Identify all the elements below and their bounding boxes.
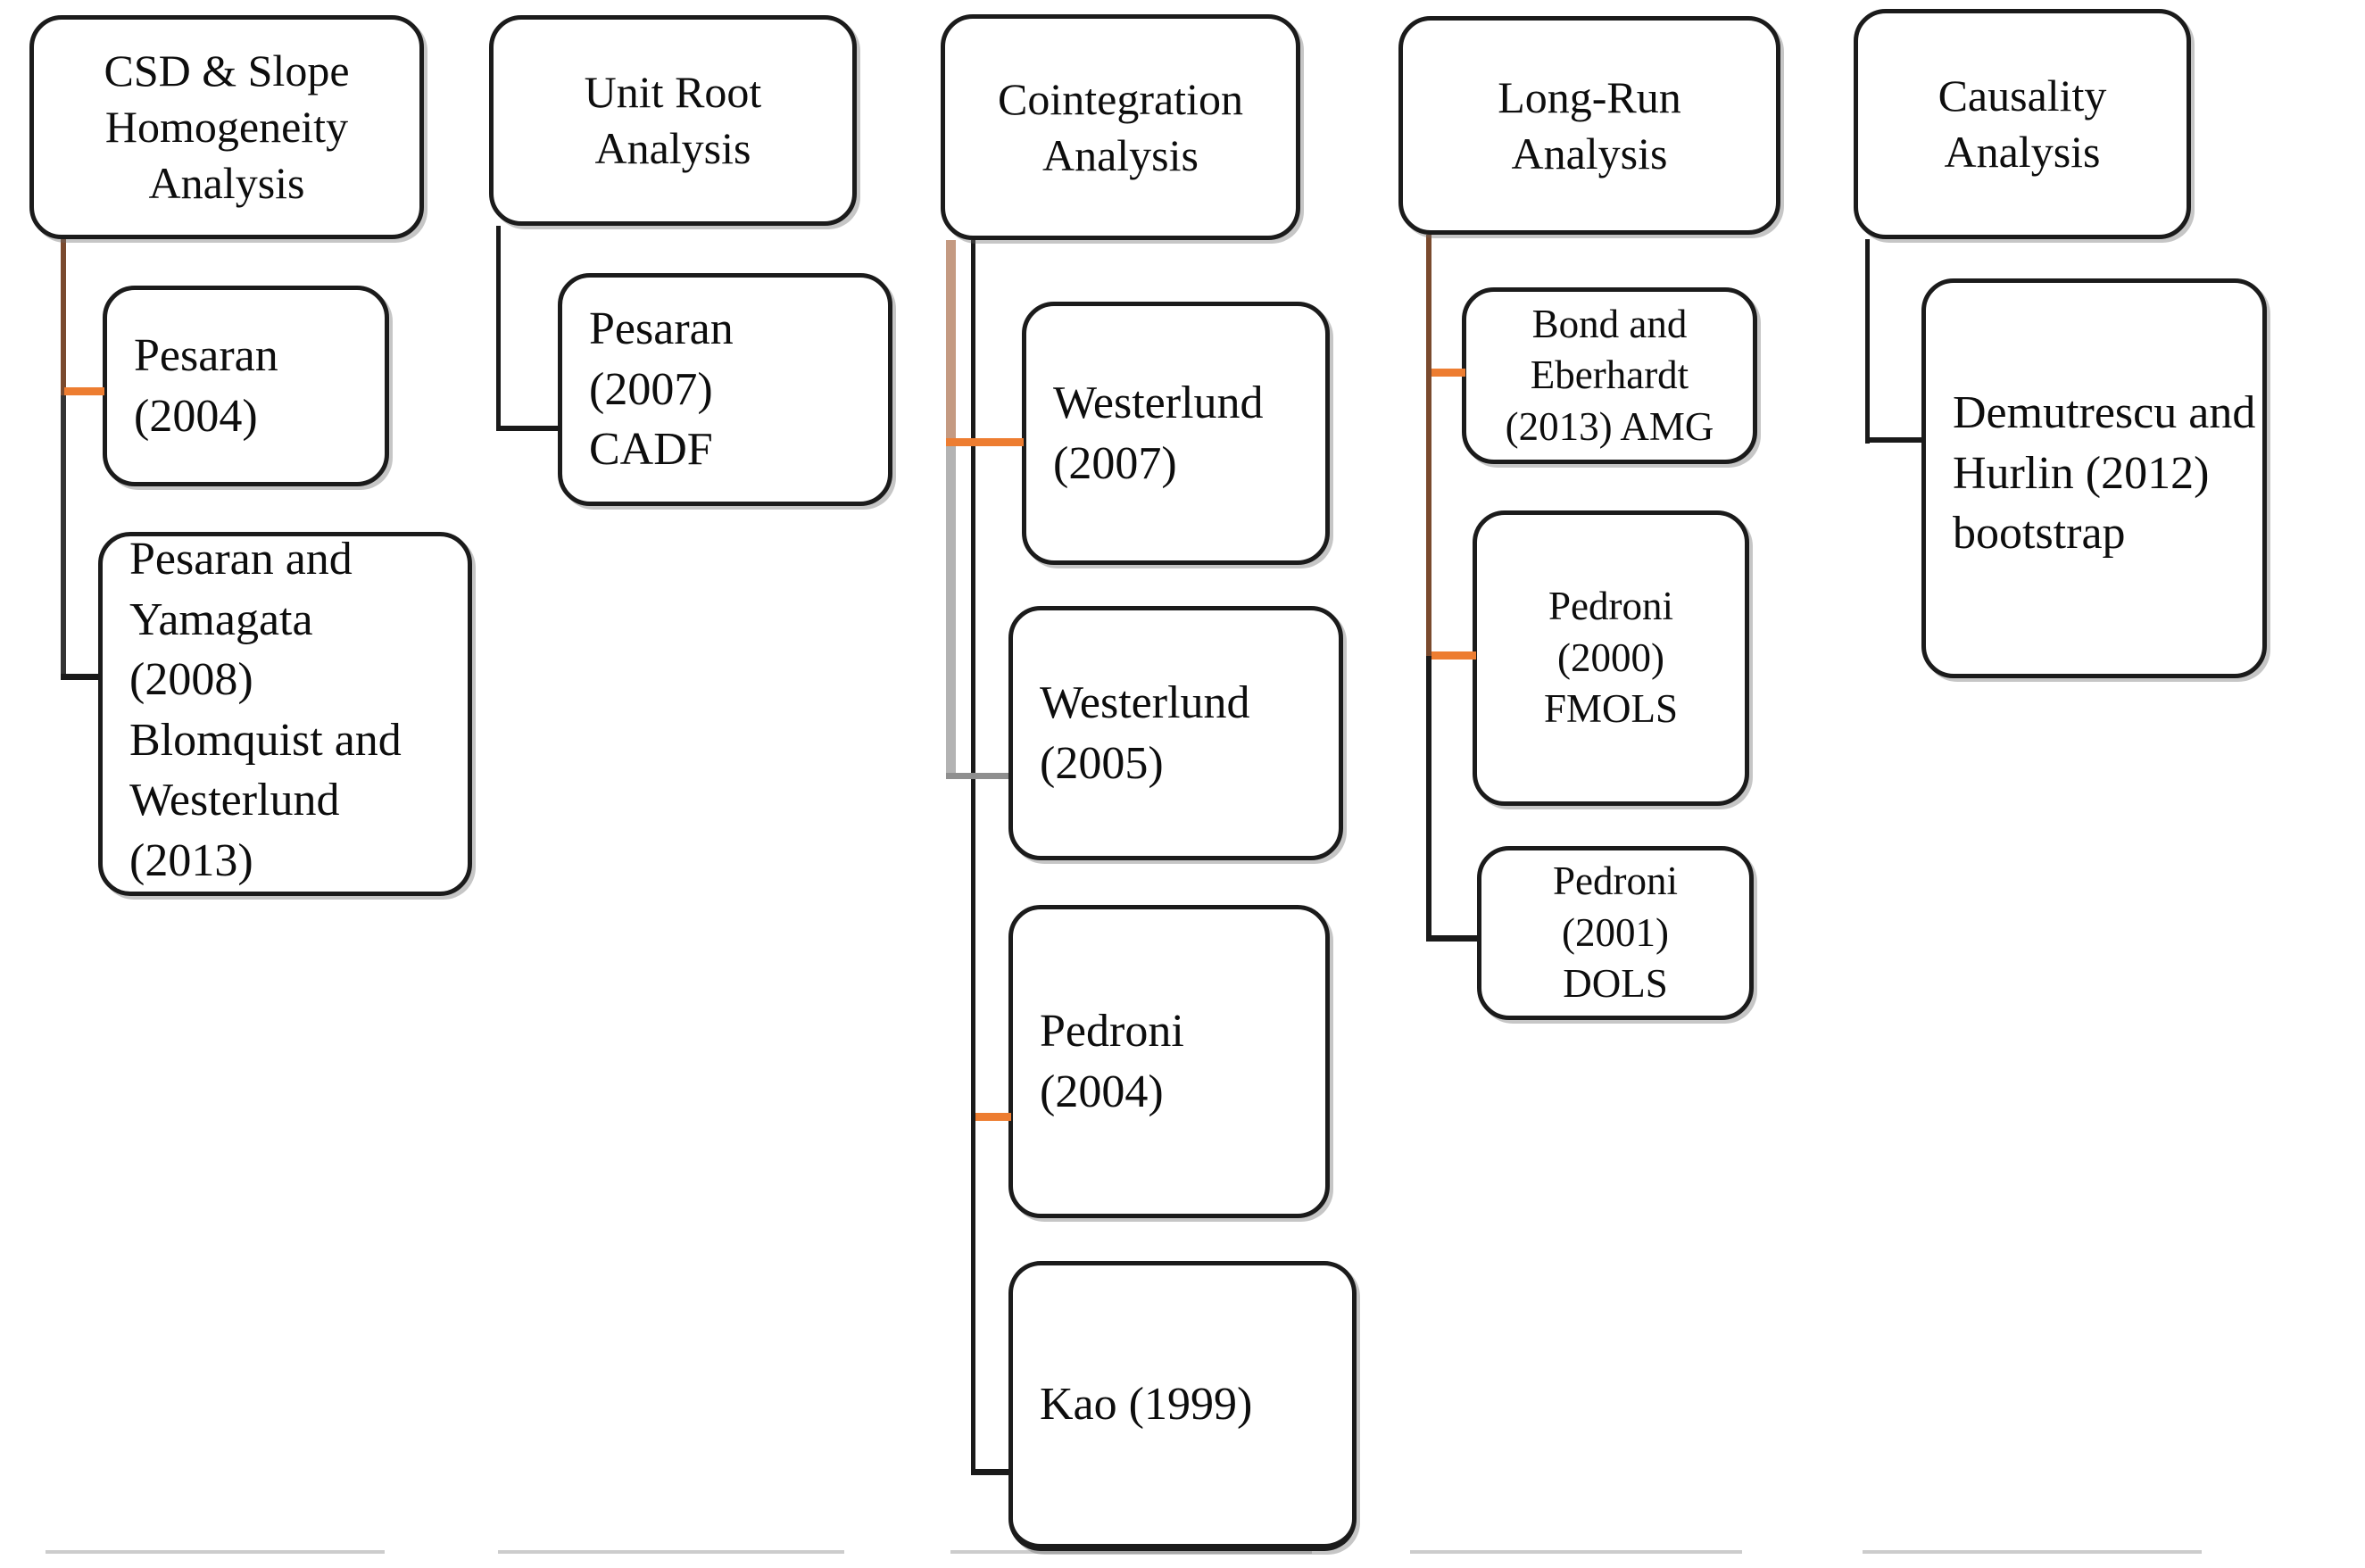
node-label: Demutrescu and Hurlin (2012) bootstrap — [1953, 387, 2256, 560]
node-kao-1999: Kao (1999) — [1008, 1261, 1357, 1551]
node-label: Bond and Eberhardt (2013) AMG — [1505, 301, 1714, 449]
node-label: Westerlund (2005) — [1040, 676, 1250, 789]
node-csd-slope-homogeneity-analysis: CSD & Slope Homogeneity Analysis — [29, 15, 424, 239]
node-label: Kao (1999) — [1040, 1379, 1253, 1431]
node-pedroni-2004: Pedroni (2004) — [1008, 905, 1330, 1218]
connector-elbow-pesaran-yamagata — [61, 674, 102, 680]
connector-elbow-demutrescu-hurlin — [1865, 437, 1926, 443]
connector-col1-stem-brown — [61, 239, 66, 395]
connector-elbow-pedroni-dols — [1426, 935, 1481, 942]
connector-col3-stem-gray — [946, 442, 956, 778]
node-label: Unit Root Analysis — [584, 67, 762, 173]
node-westerlund-2005: Westerlund (2005) — [1008, 606, 1343, 860]
connector-tick-pedroni-2004 — [975, 1113, 1011, 1121]
connector-col4-stem-black — [1426, 656, 1431, 942]
table-rule-1 — [46, 1550, 385, 1554]
connector-col3-stem-tan — [946, 240, 956, 442]
node-label: Pesaran and Yamagata (2008) Blomquist an… — [129, 534, 402, 886]
node-label: Pesaran (2004) — [134, 329, 278, 442]
node-label: Pesaran (2007) CADF — [589, 303, 734, 476]
connector-col2-stem — [496, 226, 501, 431]
node-unit-root-analysis: Unit Root Analysis — [489, 15, 857, 226]
node-long-run-analysis: Long-Run Analysis — [1398, 16, 1780, 235]
node-pesaran-2007-cadf: Pesaran (2007) CADF — [558, 273, 892, 506]
connector-col3-stem-black — [971, 240, 975, 1475]
table-rule-4 — [1410, 1550, 1742, 1554]
connector-tick-pesaran-2004 — [64, 387, 104, 395]
node-label: Pedroni (2004) — [1040, 1005, 1184, 1117]
node-cointegration-analysis: Cointegration Analysis — [941, 14, 1300, 240]
node-westerlund-2007: Westerlund (2007) — [1022, 302, 1330, 565]
node-pedroni-2001-dols: Pedroni (2001) DOLS — [1477, 846, 1754, 1020]
connector-elbow-kao-1999 — [971, 1469, 1014, 1475]
table-rule-5 — [1863, 1550, 2202, 1554]
node-label: CSD & Slope Homogeneity Analysis — [104, 46, 350, 208]
connector-col1-stem-dark — [61, 395, 66, 679]
connector-tick-westerlund-2007 — [946, 438, 1024, 446]
connector-elbow-westerlund-2005 — [946, 773, 1011, 779]
node-causality-analysis: Causality Analysis — [1854, 9, 2191, 239]
node-pesaran-yamagata-blomquist-westerlund: Pesaran and Yamagata (2008) Blomquist an… — [98, 532, 472, 896]
connector-tick-bond-eberhardt — [1431, 369, 1465, 377]
node-bond-eberhardt-2013-amg: Bond and Eberhardt (2013) AMG — [1462, 287, 1757, 464]
connector-col5-stem — [1865, 239, 1870, 444]
connector-elbow-pesaran-2007 — [496, 426, 562, 431]
node-pedroni-2000-fmols: Pedroni (2000) FMOLS — [1473, 510, 1749, 806]
node-label: Pedroni (2001) DOLS — [1553, 859, 1678, 1007]
node-label: Pedroni (2000) FMOLS — [1543, 584, 1679, 732]
table-rule-2 — [498, 1550, 844, 1554]
node-label: Westerlund (2007) — [1053, 377, 1264, 489]
node-demutrescu-hurlin-2012-bootstrap: Demutrescu and Hurlin (2012) bootstrap — [1921, 278, 2267, 678]
connector-tick-pedroni-fmols — [1431, 651, 1476, 660]
node-label: Long-Run Analysis — [1498, 71, 1681, 178]
table-rule-3 — [950, 1550, 1312, 1554]
node-label: Causality Analysis — [1938, 71, 2107, 177]
connector-col4-stem-brown — [1426, 235, 1431, 656]
node-label: Cointegration Analysis — [998, 73, 1243, 180]
node-pesaran-2004: Pesaran (2004) — [103, 286, 389, 486]
